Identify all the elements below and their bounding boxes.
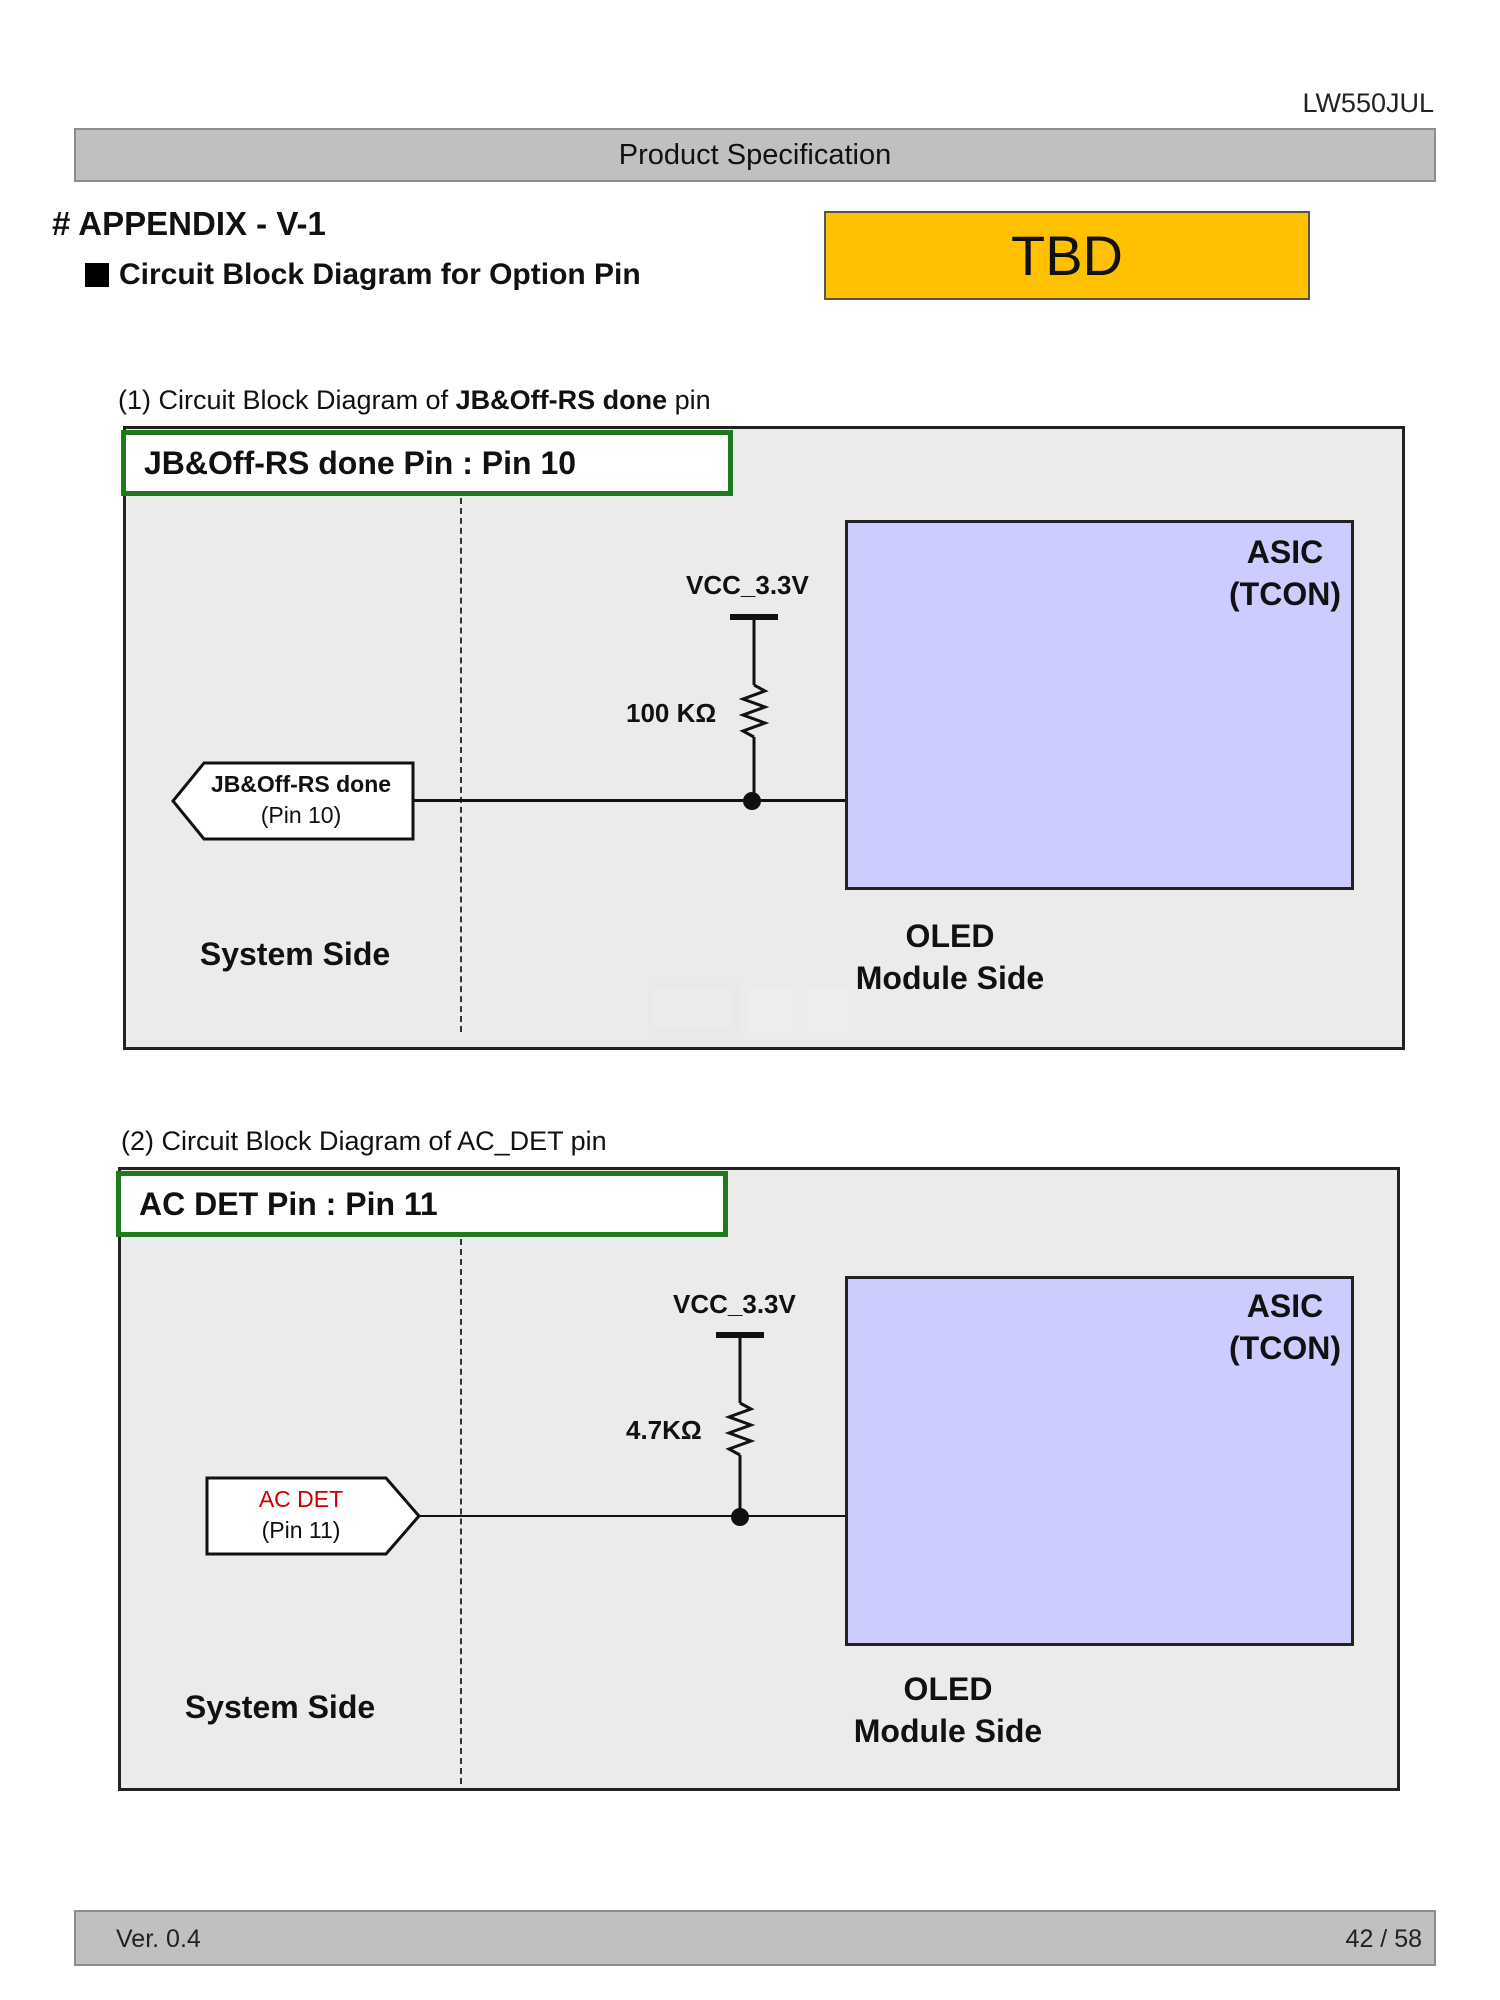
diagram-1-module-side-line2: Module Side <box>855 960 1045 996</box>
tbd-status-box: TBD <box>824 211 1310 300</box>
diagram-1-pullup-circuit <box>730 614 778 800</box>
diagram-2-connector-name: AC DET <box>258 1486 344 1512</box>
diagram-2-junction-dot <box>731 1508 749 1526</box>
diagram-1-caption-prefix: (1) Circuit Block Diagram of <box>118 385 456 415</box>
diagram-2-signal-wire <box>414 1515 846 1517</box>
diagram-2-pin-header-text: AC DET Pin : Pin 11 <box>139 1185 438 1222</box>
diagram-1-resistor-icon <box>738 683 770 739</box>
diagram-1-connector-name: JB&Off-RS done <box>210 771 392 797</box>
diagram-2-boundary-line <box>460 1239 462 1784</box>
diagram-1-module-side-line1: OLED <box>905 918 995 954</box>
diagram-1-system-side-label: System Side <box>199 936 391 972</box>
diagram-2-asic-sub: (TCON) <box>1229 1330 1341 1366</box>
footer-page-number: 42 / 58 <box>1345 1925 1422 1953</box>
diagram-2-system-side-label: System Side <box>184 1689 376 1725</box>
diagram-2-module-side-label: OLED Module Side <box>818 1668 1078 1752</box>
header-bar: Product Specification <box>74 128 1436 182</box>
diagram-1-asic-block <box>845 520 1354 890</box>
diagram-2-connector-shape <box>205 1476 421 1556</box>
diagram-2-connector-pin: (Pin 11) <box>261 1517 341 1543</box>
diagram-1-caption-bold: JB&Off-RS done <box>455 385 668 415</box>
diagram-1-module-side-label: OLED Module Side <box>820 915 1080 999</box>
diagram-1-asic-name: ASIC <box>1246 534 1324 570</box>
diagram-1-connector-pin: (Pin 10) <box>260 802 342 828</box>
diagram-1-connector-label: JB&Off-RS done (Pin 10) <box>196 769 406 831</box>
diagram-1-pin-header-text: JB&Off-RS done Pin : Pin 10 <box>144 444 577 481</box>
diagram-1-connector-shape <box>171 761 415 841</box>
watermark-logo <box>648 983 854 1034</box>
diagram-2-resistor-label: 4.7KΩ <box>626 1415 702 1445</box>
square-bullet-icon <box>85 263 109 287</box>
header-title: Product Specification <box>618 138 892 171</box>
diagram-1-boundary-line <box>460 498 462 1032</box>
diagram-2-module-side-line2: Module Side <box>853 1713 1043 1749</box>
diagram-1-junction-dot <box>743 792 761 810</box>
diagram-1-resistor-label: 100 KΩ <box>626 698 717 728</box>
diagram-2-pin-header: AC DET Pin : Pin 11 <box>116 1171 728 1237</box>
diagram-1-vcc-label: VCC_3.3V <box>686 570 809 600</box>
diagram-1-caption-suffix: pin <box>667 385 711 415</box>
diagram-2-module-side-line1: OLED <box>903 1671 993 1707</box>
diagram-2-asic-name: ASIC <box>1246 1288 1324 1324</box>
appendix-title: # APPENDIX - V-1 <box>52 205 326 242</box>
footer-bar <box>74 1910 1436 1966</box>
diagram-2-pullup-circuit <box>716 1332 764 1518</box>
model-code: LW550JUL <box>1302 88 1434 118</box>
diagram-2-vcc-label: VCC_3.3V <box>673 1289 796 1319</box>
diagram-1-caption: (1) Circuit Block Diagram of JB&Off-RS d… <box>118 385 711 416</box>
section-title: Circuit Block Diagram for Option Pin <box>85 258 641 292</box>
section-title-text: Circuit Block Diagram for Option Pin <box>119 258 641 291</box>
diagram-1-asic-label: ASIC (TCON) <box>1210 531 1360 615</box>
diagram-2-connector-label: AC DET (Pin 11) <box>206 1484 396 1546</box>
footer-version: Ver. 0.4 <box>116 1925 201 1953</box>
diagram-2-caption: (2) Circuit Block Diagram of AC_DET pin <box>121 1126 607 1156</box>
diagram-2-asic-label: ASIC (TCON) <box>1210 1285 1360 1369</box>
diagram-1-asic-sub: (TCON) <box>1229 576 1341 612</box>
diagram-1-signal-wire <box>414 799 846 802</box>
diagram-1-pin-header: JB&Off-RS done Pin : Pin 10 <box>121 430 733 496</box>
diagram-2-asic-block <box>845 1276 1354 1646</box>
diagram-2-resistor-icon <box>724 1401 756 1457</box>
tbd-label: TBD <box>1011 224 1123 287</box>
